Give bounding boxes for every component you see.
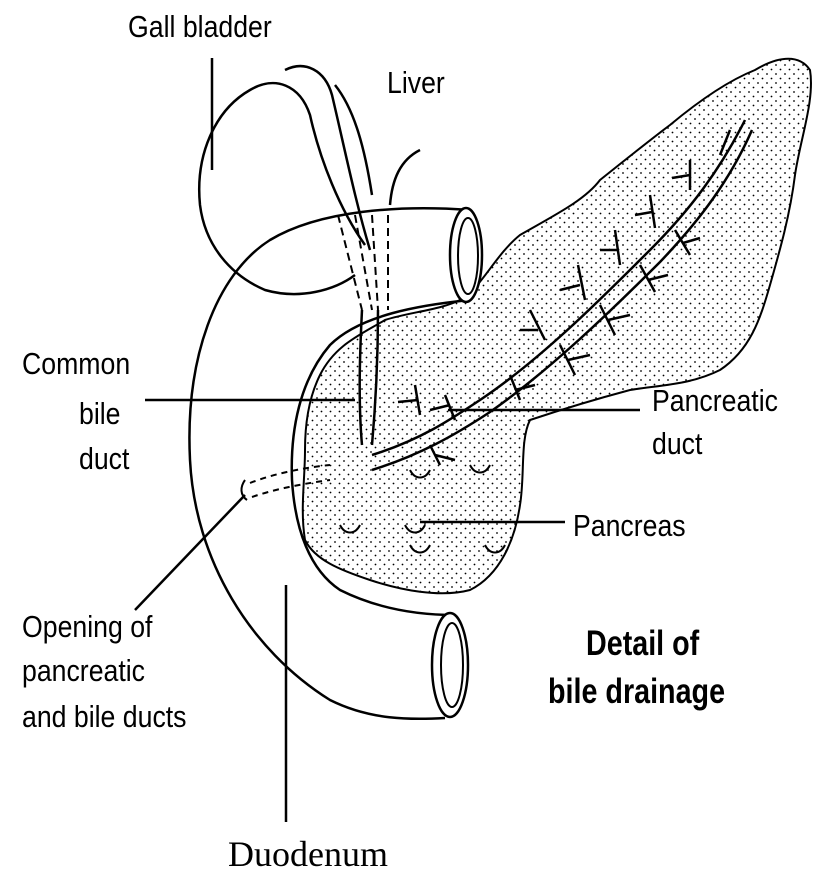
label-duodenum: Duodenum xyxy=(228,834,388,875)
label-common-bile-duct-line1: Common xyxy=(22,343,130,384)
gall-bladder-shape xyxy=(199,83,365,294)
label-liver: Liver xyxy=(387,62,445,103)
label-pancreatic-duct-line2: duct xyxy=(652,423,702,464)
label-pancreas: Pancreas xyxy=(573,505,686,546)
label-opening-line3: and bile ducts xyxy=(22,696,187,737)
label-opening-line1: Opening of xyxy=(22,606,152,647)
label-common-bile-duct-line3: duct xyxy=(79,438,129,479)
title-line2: bile drainage xyxy=(548,668,725,716)
label-gall-bladder: Gall bladder xyxy=(128,6,272,47)
label-common-bile-duct-line2: bile xyxy=(79,393,121,434)
label-pancreatic-duct-line1: Pancreatic xyxy=(652,380,778,421)
label-opening-line2: pancreatic xyxy=(22,650,145,691)
title-line1: Detail of xyxy=(586,620,699,668)
hepatic-duct xyxy=(335,85,372,195)
